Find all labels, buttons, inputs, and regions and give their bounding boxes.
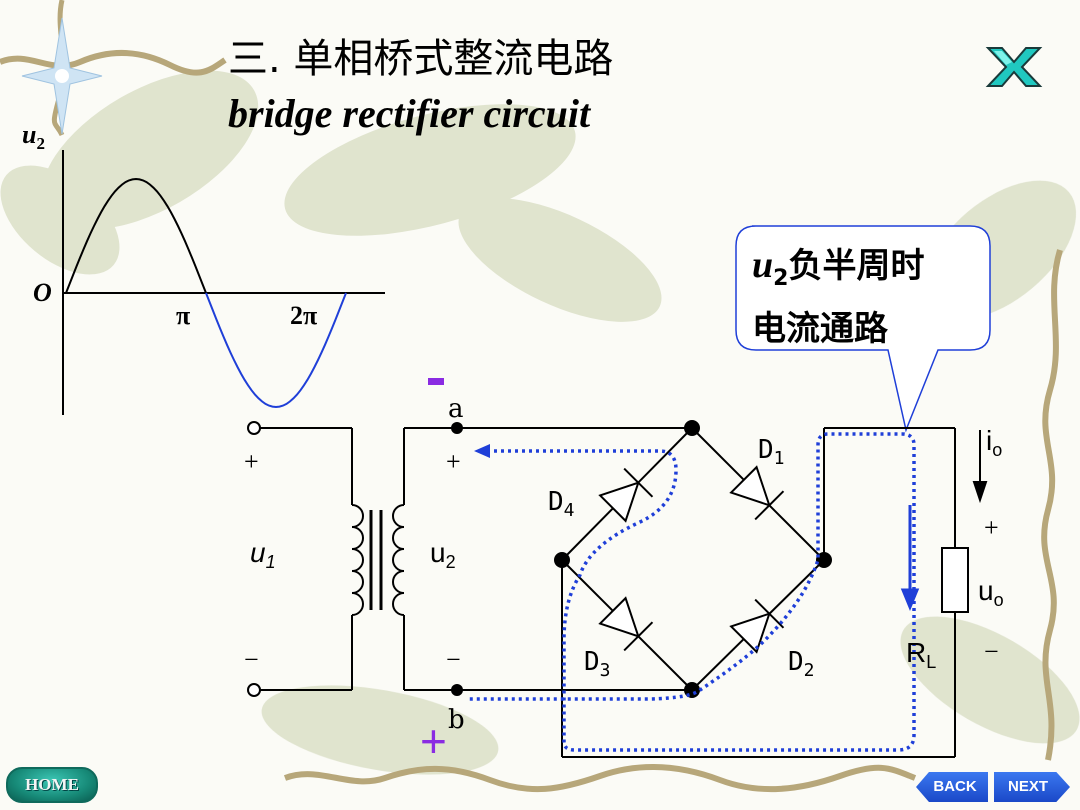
output-plus: + [984, 513, 999, 542]
vine-top-left [0, 50, 227, 76]
vine-bottom [283, 763, 917, 793]
d1-label: D1 [758, 435, 785, 469]
node-b-label: b [448, 705, 465, 735]
polarity-plus-bottom: + [420, 715, 447, 767]
load-resistor [941, 547, 969, 613]
waveform-plot: u2 O π 2π [22, 120, 385, 415]
back-button[interactable]: BACK [916, 772, 988, 802]
current-path-arrowhead [474, 444, 490, 458]
bridge-node-top [684, 420, 700, 436]
waveform-negative-half [205, 292, 347, 409]
bridge-node-right [816, 552, 832, 568]
next-button[interactable]: NEXT [994, 772, 1070, 802]
primary-minus: − [244, 645, 259, 674]
node-a [451, 422, 463, 434]
diode-d3 [598, 596, 654, 652]
d4-label: D4 [548, 487, 575, 521]
d2-label: D2 [788, 647, 815, 681]
current-path [468, 432, 916, 752]
waveform-tick-2pi: 2π [290, 301, 317, 330]
node-a-label: a [448, 394, 464, 424]
callout-text: u2负半周时 电流通路 [752, 240, 972, 354]
io-label: io [986, 425, 1002, 460]
bridge-node-bottom [684, 682, 700, 698]
diode-d1 [729, 465, 785, 521]
slide-title-cn: 三. 单相桥式整流电路 [228, 36, 614, 82]
bridge-node-left [554, 552, 570, 568]
output-minus: − [984, 637, 999, 666]
callout-line-1: u2负半周时 [752, 244, 925, 291]
slide-title-en: bridge rectifier circuit [228, 91, 591, 136]
exit-icon[interactable] [984, 42, 1044, 92]
rl-label: RL [906, 637, 936, 672]
waveform-tick-pi: π [176, 301, 190, 330]
primary-terminal-bottom [247, 683, 261, 697]
polarity-minus-top [428, 378, 444, 385]
vine-right [1041, 249, 1063, 761]
waveform-positive-half [65, 177, 207, 294]
sparkle-icon [21, 17, 103, 135]
u2-label: u2 [430, 537, 456, 572]
home-button[interactable]: HOME [6, 767, 98, 803]
diode-d2 [729, 598, 785, 654]
primary-plus: + [244, 447, 259, 476]
waveform-origin-label: O [33, 278, 52, 307]
d3-label: D3 [584, 647, 611, 681]
secondary-plus: + [446, 447, 461, 476]
node-b [451, 684, 463, 696]
primary-terminal-top [247, 421, 261, 435]
diode-d4 [598, 467, 654, 523]
waveform-y-label: u2 [22, 120, 45, 153]
callout-line-2: 电流通路 [752, 308, 888, 349]
u1-label: u1 [250, 537, 276, 572]
secondary-minus: − [446, 645, 461, 674]
secondary-coil [392, 504, 405, 616]
uo-label: uo [978, 575, 1004, 610]
primary-coil [351, 504, 364, 616]
